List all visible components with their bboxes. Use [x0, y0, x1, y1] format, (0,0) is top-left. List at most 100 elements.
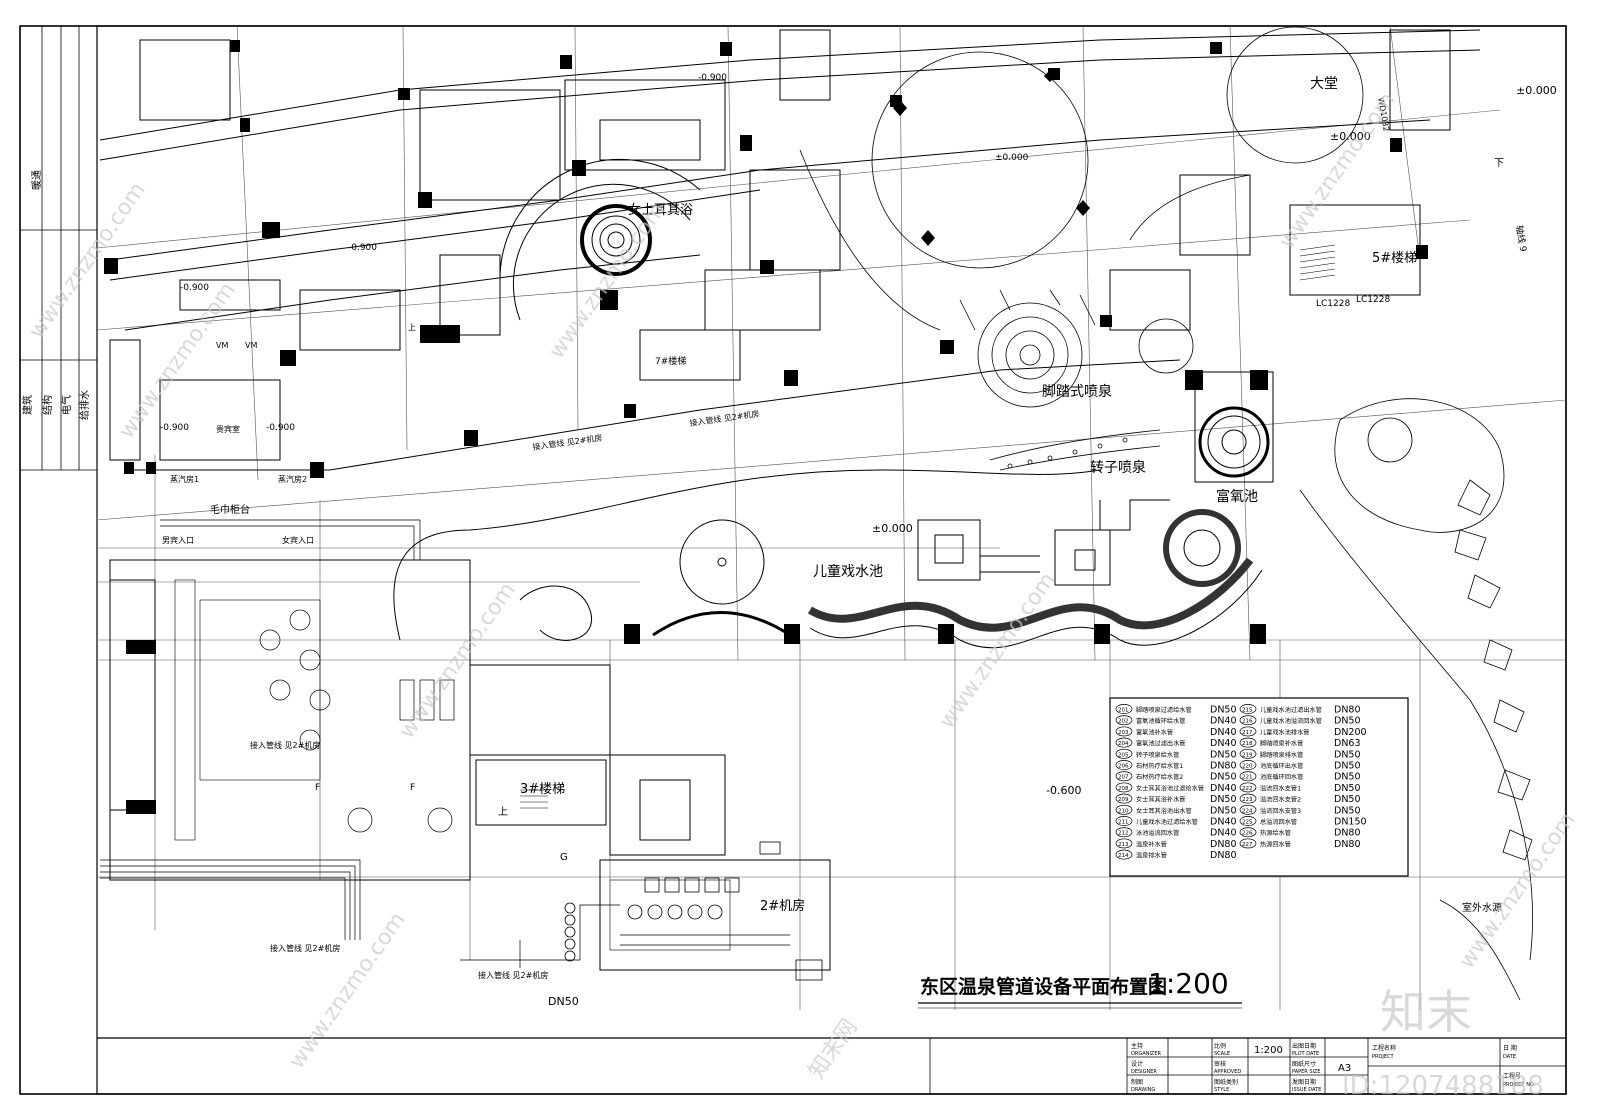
title-block-text: 主持 ORGANIZER 设计 DESIGNER 制图 DRAWING 比例 S…	[1131, 1042, 1536, 1093]
legend-text: 女士耳其浴池出水管	[1136, 807, 1192, 815]
label-room2: 2#机房	[760, 898, 805, 914]
drawing-scale: 1:200	[1148, 967, 1229, 1000]
tb-style-en: STYLE	[1214, 1087, 1229, 1093]
legend-code: 222	[1242, 786, 1253, 792]
legend-code: 219	[1242, 752, 1253, 758]
legend-text: 溢流回水支管3	[1260, 807, 1301, 815]
tb-date-en: DATE	[1503, 1054, 1516, 1060]
mark-g: G	[560, 852, 568, 863]
legend-text: 脚踏喷泉过滤给水管	[1136, 706, 1192, 714]
legend-size: DN50	[1334, 783, 1361, 794]
label-vip-room: 贵宾室	[216, 424, 240, 434]
legend-code-circle	[1115, 726, 1133, 737]
elev-m3: -0.900	[180, 283, 209, 293]
tb-scale-en: SCALE	[1214, 1051, 1230, 1057]
legend-code: 225	[1242, 820, 1253, 826]
label-vm2: VM	[245, 341, 257, 350]
elev-e1: ±0.000	[995, 153, 1029, 163]
label-men-entry: 男宾入口	[162, 535, 194, 545]
legend-size: DN80	[1210, 850, 1237, 861]
tb-issue-cn: 发图日期	[1292, 1078, 1316, 1086]
legend-code: 212	[1118, 831, 1129, 837]
tb-organizer-cn: 主持	[1131, 1042, 1143, 1050]
legend-code: 223	[1242, 797, 1253, 803]
legend-text: 温泉排水管	[1136, 852, 1167, 860]
lower-left-building	[109, 559, 831, 971]
legend-code: 204	[1118, 741, 1129, 747]
legend-text: 池底循环出水管	[1260, 762, 1303, 770]
legend-size: DN40	[1210, 738, 1237, 749]
axis-grid	[96, 25, 1567, 1010]
elev-m4: -0.900	[160, 423, 189, 433]
wm-site-2: www.znzmo.com	[114, 278, 240, 443]
legend-size: DN40	[1210, 716, 1237, 727]
machine-room-equipment	[564, 841, 823, 981]
label-stair5: 5#楼梯	[1372, 251, 1417, 266]
tb-designer-cn: 设计	[1131, 1060, 1143, 1068]
label-spin-fountain: 转子喷泉	[1090, 459, 1146, 476]
drawing-title: 东区温泉管道设备平面布置图	[920, 975, 1167, 998]
pipe-note-5: 接入管线 见2#机房	[478, 970, 548, 980]
elev-m1: -0.900	[698, 73, 727, 83]
legend-size: DN50	[1334, 772, 1361, 783]
strip-c4: 给排水	[78, 390, 91, 420]
tb-date-cn: 日 期	[1503, 1044, 1517, 1052]
legend-code: 211	[1118, 820, 1129, 826]
discipline-strip	[20, 26, 97, 471]
legend-text: 石材热疗给水管2	[1136, 773, 1183, 781]
legend-code: 213	[1118, 842, 1129, 848]
stair-3	[520, 789, 548, 809]
wm-site-3: www.znzmo.com	[544, 198, 670, 363]
mark-f1: F	[315, 783, 320, 793]
legend-size: DN80	[1210, 761, 1237, 772]
legend-code-circle	[1115, 704, 1133, 714]
kids-pool	[393, 469, 1263, 649]
legend-size: DN80	[1334, 705, 1361, 716]
tb-style-cn: 图纸类别	[1214, 1078, 1238, 1086]
legend-code: 220	[1242, 764, 1253, 770]
elev-m2: -0.900	[348, 243, 377, 253]
label-stair3: 3#楼梯	[520, 782, 565, 797]
elev-e2: ±0.000	[1330, 130, 1371, 143]
strip-c3: 电气	[60, 395, 73, 415]
legend-text: 儿童戏水池过滤给水管	[1136, 818, 1198, 826]
legend-code-circle	[1115, 827, 1133, 838]
mark-down: 下	[1494, 158, 1504, 169]
drawing-frame	[96, 25, 1567, 1095]
tb-plot-cn: 出图日期	[1292, 1042, 1316, 1050]
mark-lc1: LC1228	[1316, 299, 1350, 309]
legend-code-circle	[1239, 726, 1257, 737]
label-foot-fountain: 脚踏式喷泉	[1042, 383, 1112, 400]
label-womens-bath: 女士耳其浴	[628, 202, 693, 218]
legend-code-circle	[1115, 816, 1133, 826]
legend-box	[1109, 697, 1409, 877]
tb-plot-en: PLOT DATE	[1292, 1051, 1319, 1057]
legend-text: 儿童戏水池溢流回水管	[1260, 717, 1322, 725]
tb-scale-cn: 比例	[1214, 1042, 1226, 1050]
legend-text: 总溢流回水管	[1260, 818, 1297, 826]
wm-id: ID:1207488188	[1342, 1071, 1544, 1101]
label-women-entry: 女宾入口	[282, 535, 314, 545]
mark-axis9: 轴线 9	[1513, 224, 1529, 253]
rock-garden	[1299, 398, 1533, 1001]
legend-code-circle	[1239, 816, 1257, 826]
mark-up1: 上	[498, 806, 508, 818]
legend-text: 溢流回水支管1	[1260, 784, 1301, 792]
legend-size: DN150	[1334, 817, 1367, 828]
pipe-note-2: 接入管线 见2#机房	[689, 408, 760, 428]
legend-text: 池底循环回水管	[1260, 773, 1303, 781]
legend-size: DN40	[1210, 727, 1237, 738]
